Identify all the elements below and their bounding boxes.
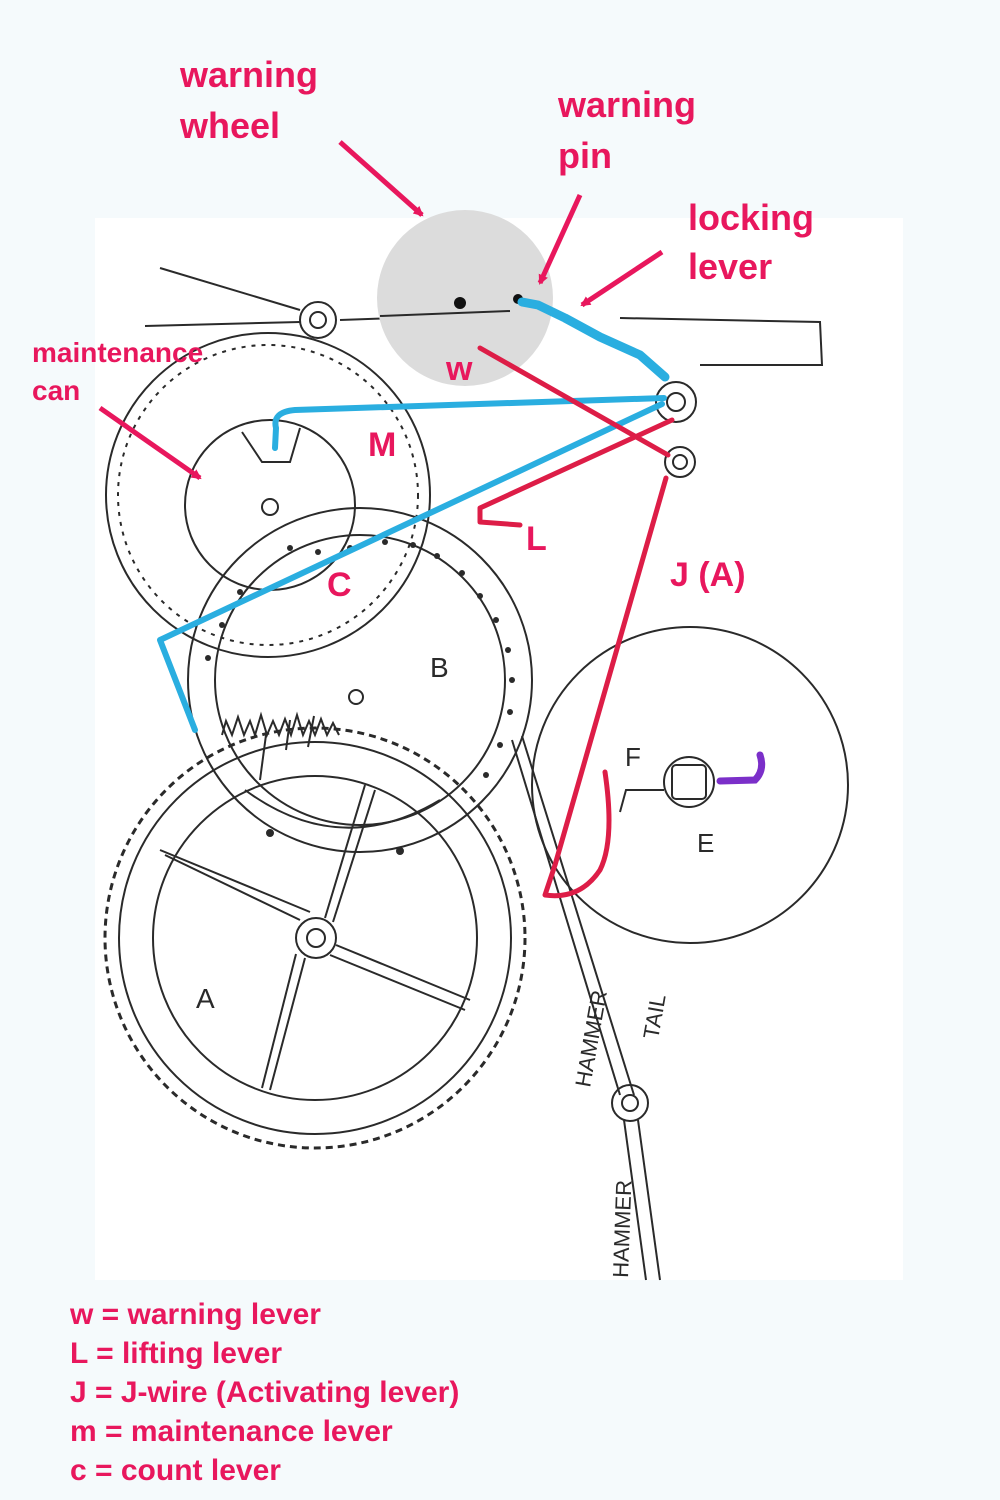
arrow-maintenance-can (98, 405, 202, 481)
legend-item-lifting-lever: L = lifting lever (70, 1337, 283, 1370)
main-wheel-rim (118, 741, 512, 1135)
callout-locking-lever-line2: lever (688, 246, 772, 287)
locking-pivot-inner (666, 392, 686, 412)
callout-warning-wheel-line2: wheel (179, 105, 280, 146)
blue-levers (157, 297, 670, 733)
drawing-label-hammer: HAMMER (608, 1180, 636, 1279)
count-lever-C (157, 401, 665, 733)
locking-lever (517, 297, 670, 382)
count-wheel-outer (187, 507, 533, 853)
legend-item-count-lever: c = count lever (70, 1454, 281, 1487)
red-levers (477, 345, 675, 899)
drawing-label-B: B (430, 652, 449, 683)
main-wheel-inner (152, 775, 478, 1101)
main-wheel-outer (103, 726, 527, 1150)
drawing-panel (95, 218, 903, 1280)
line-art (103, 267, 849, 1281)
part-label-w: w (445, 350, 473, 388)
hammer-tail-left (511, 739, 621, 1096)
arrow-warning-wheel (338, 140, 424, 217)
j-wire-activating-lever (542, 475, 669, 899)
pin-wheel (531, 626, 849, 944)
main-wheel-spokes (159, 784, 471, 1091)
warning-wheel-dot (454, 297, 466, 309)
pin-wheel-hub-square (671, 764, 707, 800)
part-label-J: J (A) (670, 556, 746, 594)
hammer-shaft-right (637, 1119, 661, 1281)
main-wheel-inner-arc (244, 789, 441, 829)
callout-warning-pin-line2: pin (558, 135, 612, 176)
count-wheel-inner (214, 534, 506, 826)
callout-maintenance-can-line2: can (32, 375, 80, 406)
hammer-pivot-inner (621, 1094, 639, 1112)
fly-arm-lower (144, 321, 301, 327)
locking-pivot (655, 381, 697, 423)
hammer-shaft-left (623, 1119, 647, 1281)
legend-item-maintenance-lever: m = maintenance lever (70, 1415, 393, 1448)
legend: w = warning lever L = lifting lever J = … (70, 1295, 459, 1490)
count-wheel-hub (348, 689, 364, 705)
fly-arm-upper (159, 267, 301, 311)
lifting-lever-L (477, 417, 675, 528)
fly-pivot-inner (309, 311, 327, 329)
callout-arrows (98, 140, 664, 481)
lifting-pivot (664, 446, 696, 478)
warning-wheel-arbor (379, 310, 511, 317)
part-label-M: M (368, 426, 396, 464)
maintenance-cam-center (261, 498, 279, 516)
pin-wheel-purple-tip (716, 751, 766, 785)
hammer-pivot (611, 1084, 649, 1122)
pin-wheel-arm (619, 789, 664, 813)
maintenance-cam-notch (241, 427, 301, 463)
maintenance-lever-M (272, 395, 667, 451)
maintenance-wheel-ring (117, 344, 419, 646)
arrow-warning-pin (537, 193, 583, 285)
fly-pivot (299, 301, 337, 339)
main-wheel-hub (295, 917, 337, 959)
hammer-tail-right (521, 735, 635, 1096)
warning-frame-line (619, 317, 824, 366)
part-label-L: L (526, 520, 547, 558)
callout-warning-wheel-line1: warning (179, 54, 318, 95)
main-wheel-teeth (221, 711, 340, 781)
legend-item-warning-lever: w = warning lever (70, 1298, 321, 1331)
part-label-C: C (327, 566, 352, 604)
drawing-label-E: E (697, 828, 714, 858)
drawing-label-A: A (196, 983, 215, 1014)
maintenance-wheel-outer (105, 332, 431, 658)
arrow-locking-lever (580, 249, 664, 308)
callout-warning-pin-line1: warning (557, 84, 696, 125)
warning-wheel (377, 210, 553, 386)
main-wheel-hub-inner (306, 928, 326, 948)
callout-maintenance-can-line1: maintenance (32, 337, 203, 368)
drawing-label-F: F (625, 742, 641, 772)
legend-item-j-wire: J = J-wire (Activating lever) (70, 1376, 460, 1409)
callout-locking-lever-line1: locking (688, 197, 814, 238)
pin-wheel-hub (663, 756, 715, 808)
lifting-pivot-inner (672, 454, 688, 470)
